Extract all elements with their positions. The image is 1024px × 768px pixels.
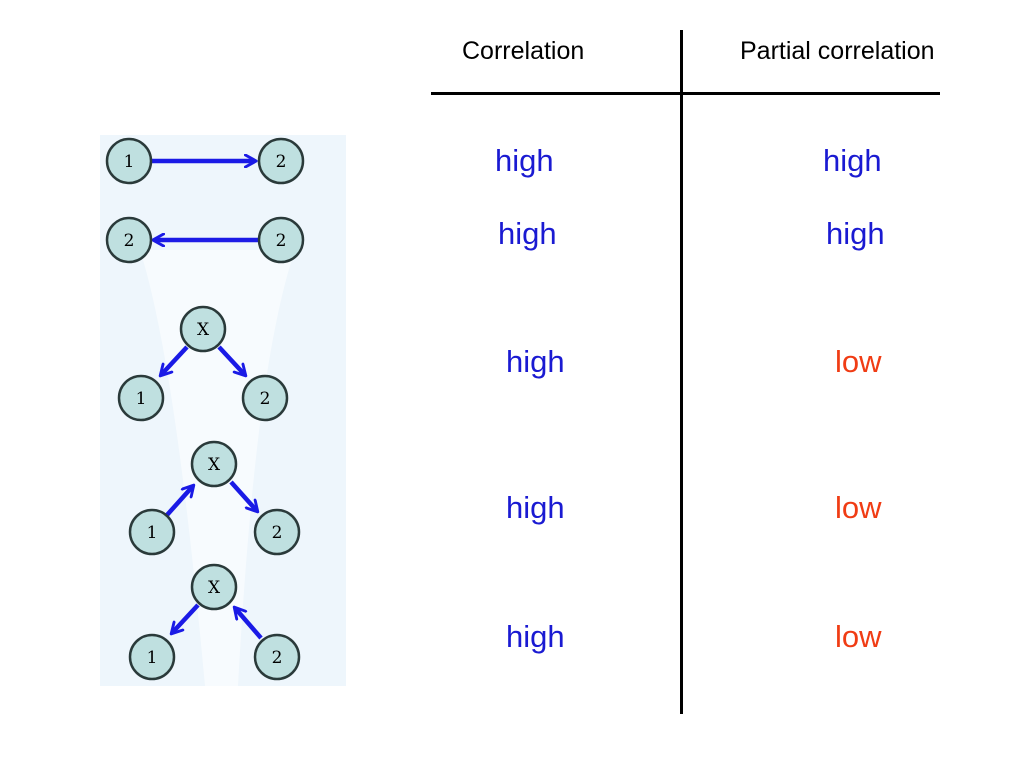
table-header-rule — [431, 92, 940, 95]
edge-x-to-1 — [172, 603, 200, 633]
svg-text:2: 2 — [124, 231, 135, 251]
diagram-2: 2 2 — [105, 216, 305, 264]
node-1: 1 — [105, 137, 153, 185]
edge-x-to-2 — [229, 480, 257, 511]
svg-text:X: X — [208, 578, 221, 598]
svg-text:X: X — [208, 455, 221, 475]
diagram-5: X 1 2 — [128, 563, 301, 681]
row-2-partial-correlation: high — [826, 216, 885, 251]
row-5-partial-correlation: low — [835, 619, 882, 654]
row-4-correlation: high — [506, 490, 565, 525]
edge-1-to-x — [165, 486, 193, 517]
edge-x-to-1 — [161, 345, 189, 375]
row-1-partial-correlation: high — [823, 143, 882, 178]
row-5-correlation: high — [506, 619, 565, 654]
node-2: 2 — [253, 633, 301, 681]
node-2: 2 — [257, 216, 305, 264]
node-2: 2 — [257, 137, 305, 185]
node-1: 1 — [117, 374, 165, 422]
node-1: 1 — [128, 508, 176, 556]
node-x: X — [190, 563, 238, 611]
header-correlation: Correlation — [462, 37, 585, 65]
svg-text:2: 2 — [276, 152, 287, 172]
row-4-partial-correlation: low — [835, 490, 882, 525]
node-x: X — [179, 305, 227, 353]
node-2: 2 — [253, 508, 301, 556]
diagram-1: 1 2 — [105, 137, 305, 185]
svg-text:2: 2 — [260, 389, 271, 409]
row-3-correlation: high — [506, 344, 565, 379]
svg-text:2: 2 — [276, 231, 287, 251]
svg-text:1: 1 — [136, 389, 147, 409]
svg-text:1: 1 — [124, 152, 135, 172]
edge-x-to-2 — [217, 345, 245, 375]
row-3-partial-correlation: low — [835, 344, 882, 379]
svg-text:1: 1 — [147, 648, 158, 668]
node-x: X — [190, 440, 238, 488]
table-column-divider — [680, 30, 683, 714]
edge-2-to-x — [235, 608, 263, 640]
row-1-correlation: high — [495, 143, 554, 178]
node-2: 2 — [241, 374, 289, 422]
svg-text:X: X — [197, 320, 210, 340]
svg-text:1: 1 — [147, 523, 158, 543]
node-1: 2 — [105, 216, 153, 264]
diagram-3: X 1 2 — [117, 305, 289, 422]
node-1: 1 — [128, 633, 176, 681]
svg-text:2: 2 — [272, 648, 283, 668]
header-partial-correlation: Partial correlation — [740, 37, 935, 65]
diagram-4: X 1 2 — [128, 440, 301, 556]
row-2-correlation: high — [498, 216, 557, 251]
svg-text:2: 2 — [272, 523, 283, 543]
